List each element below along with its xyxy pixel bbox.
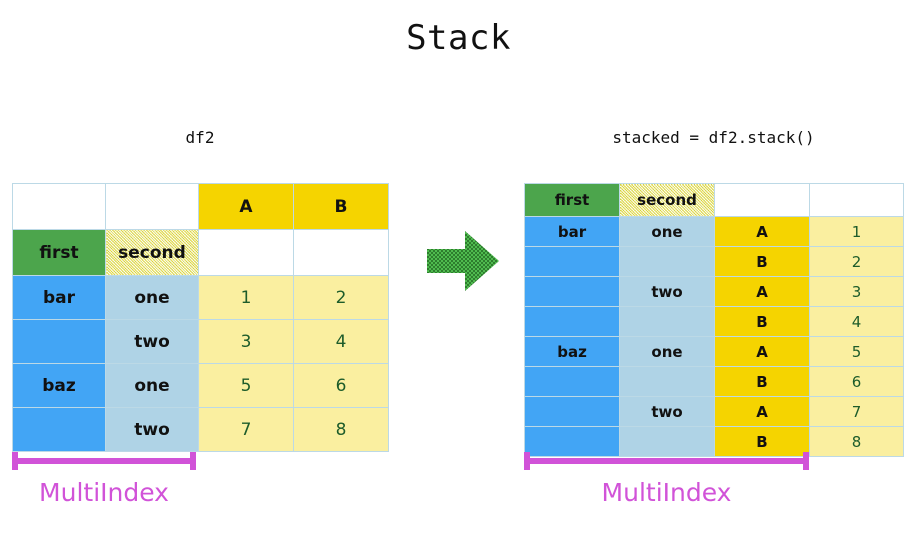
table-row: two 7 8: [12, 407, 389, 452]
cell-value-a: 1: [198, 275, 294, 320]
page-title: Stack: [406, 18, 511, 58]
right-arrow-icon: [427, 231, 499, 291]
multiindex-bracket-left: [12, 452, 196, 470]
table-row: bar one 1 2: [12, 275, 389, 320]
table-row: two A 3: [524, 276, 904, 307]
cell-second: two: [619, 396, 715, 427]
cell-second: two: [105, 407, 199, 452]
bracket-cap-right: [803, 452, 809, 470]
index-name-blank-value: [809, 183, 904, 217]
cell-value: 4: [809, 306, 904, 337]
index-name-first: first: [524, 183, 620, 217]
cell-first: bar: [12, 275, 106, 320]
cell-value: 2: [809, 246, 904, 277]
table-row: B 4: [524, 306, 904, 337]
cell-first: [524, 396, 620, 427]
table-row: baz one 5 6: [12, 363, 389, 408]
cell-value: 1: [809, 216, 904, 247]
cell-value-a: 7: [198, 407, 294, 452]
cell-value: 8: [809, 426, 904, 457]
column-header-b: B: [293, 183, 389, 230]
cell-level3: B: [714, 366, 810, 397]
bracket-bar: [524, 458, 809, 464]
cell-value: 5: [809, 336, 904, 367]
right-table-caption: stacked = df2.stack(): [612, 128, 815, 147]
multiindex-bracket-right: [524, 452, 809, 470]
index-name-second: second: [619, 183, 715, 217]
cell-first: bar: [524, 216, 620, 247]
cell-level3: A: [714, 216, 810, 247]
cell-level3: A: [714, 276, 810, 307]
cell-level3: A: [714, 336, 810, 367]
cell-first: [524, 276, 620, 307]
cell-value: 3: [809, 276, 904, 307]
cell-value-b: 6: [293, 363, 389, 408]
table-row-column-header: A B: [12, 183, 389, 230]
cell-first: [12, 319, 106, 364]
left-table-caption: df2: [185, 128, 215, 147]
table-row: B 8: [524, 426, 904, 457]
cell-first: [12, 407, 106, 452]
table-row: two 3 4: [12, 319, 389, 364]
table-row-index-names: first second: [12, 229, 389, 276]
bracket-bar: [12, 458, 196, 464]
column-header-a: A: [198, 183, 294, 230]
index-name-first: first: [12, 229, 106, 276]
cell-second: two: [105, 319, 199, 364]
cell-value-a: 3: [198, 319, 294, 364]
cell-second: two: [619, 276, 715, 307]
multiindex-label-right: MultiIndex: [601, 478, 732, 507]
table-row: B 6: [524, 366, 904, 397]
table-row: B 2: [524, 246, 904, 277]
cell-second: [619, 246, 715, 277]
corner-cell-blank-1: [12, 183, 106, 230]
cell-second: one: [619, 216, 715, 247]
table-row-index-names: first second: [524, 183, 904, 217]
cell-level3: B: [714, 426, 810, 457]
cell-first: [524, 246, 620, 277]
cell-second: one: [105, 275, 199, 320]
stacked-table: first second bar one A 1 B 2 two A 3 B: [524, 183, 904, 457]
cell-second: one: [619, 336, 715, 367]
index-name-blank-a: [198, 229, 294, 276]
cell-value-b: 8: [293, 407, 389, 452]
bracket-cap-right: [190, 452, 196, 470]
table-row: baz one A 5: [524, 336, 904, 367]
cell-value-a: 5: [198, 363, 294, 408]
cell-second: one: [105, 363, 199, 408]
table-row: bar one A 1: [524, 216, 904, 247]
table-row: two A 7: [524, 396, 904, 427]
index-name-blank-b: [293, 229, 389, 276]
cell-value-b: 2: [293, 275, 389, 320]
index-name-second: second: [105, 229, 199, 276]
cell-first: [524, 366, 620, 397]
cell-level3: A: [714, 396, 810, 427]
cell-level3: B: [714, 306, 810, 337]
index-name-blank-level3: [714, 183, 810, 217]
cell-first: [524, 426, 620, 457]
cell-value-b: 4: [293, 319, 389, 364]
cell-second: [619, 366, 715, 397]
multiindex-label-left: MultiIndex: [39, 478, 169, 507]
cell-level3: B: [714, 246, 810, 277]
cell-second: [619, 306, 715, 337]
cell-first: baz: [12, 363, 106, 408]
cell-value: 6: [809, 366, 904, 397]
corner-cell-blank-2: [105, 183, 199, 230]
cell-value: 7: [809, 396, 904, 427]
df2-table: A B first second bar one 1 2 two 3 4 baz…: [12, 183, 389, 452]
cell-first: baz: [524, 336, 620, 367]
cell-first: [524, 306, 620, 337]
